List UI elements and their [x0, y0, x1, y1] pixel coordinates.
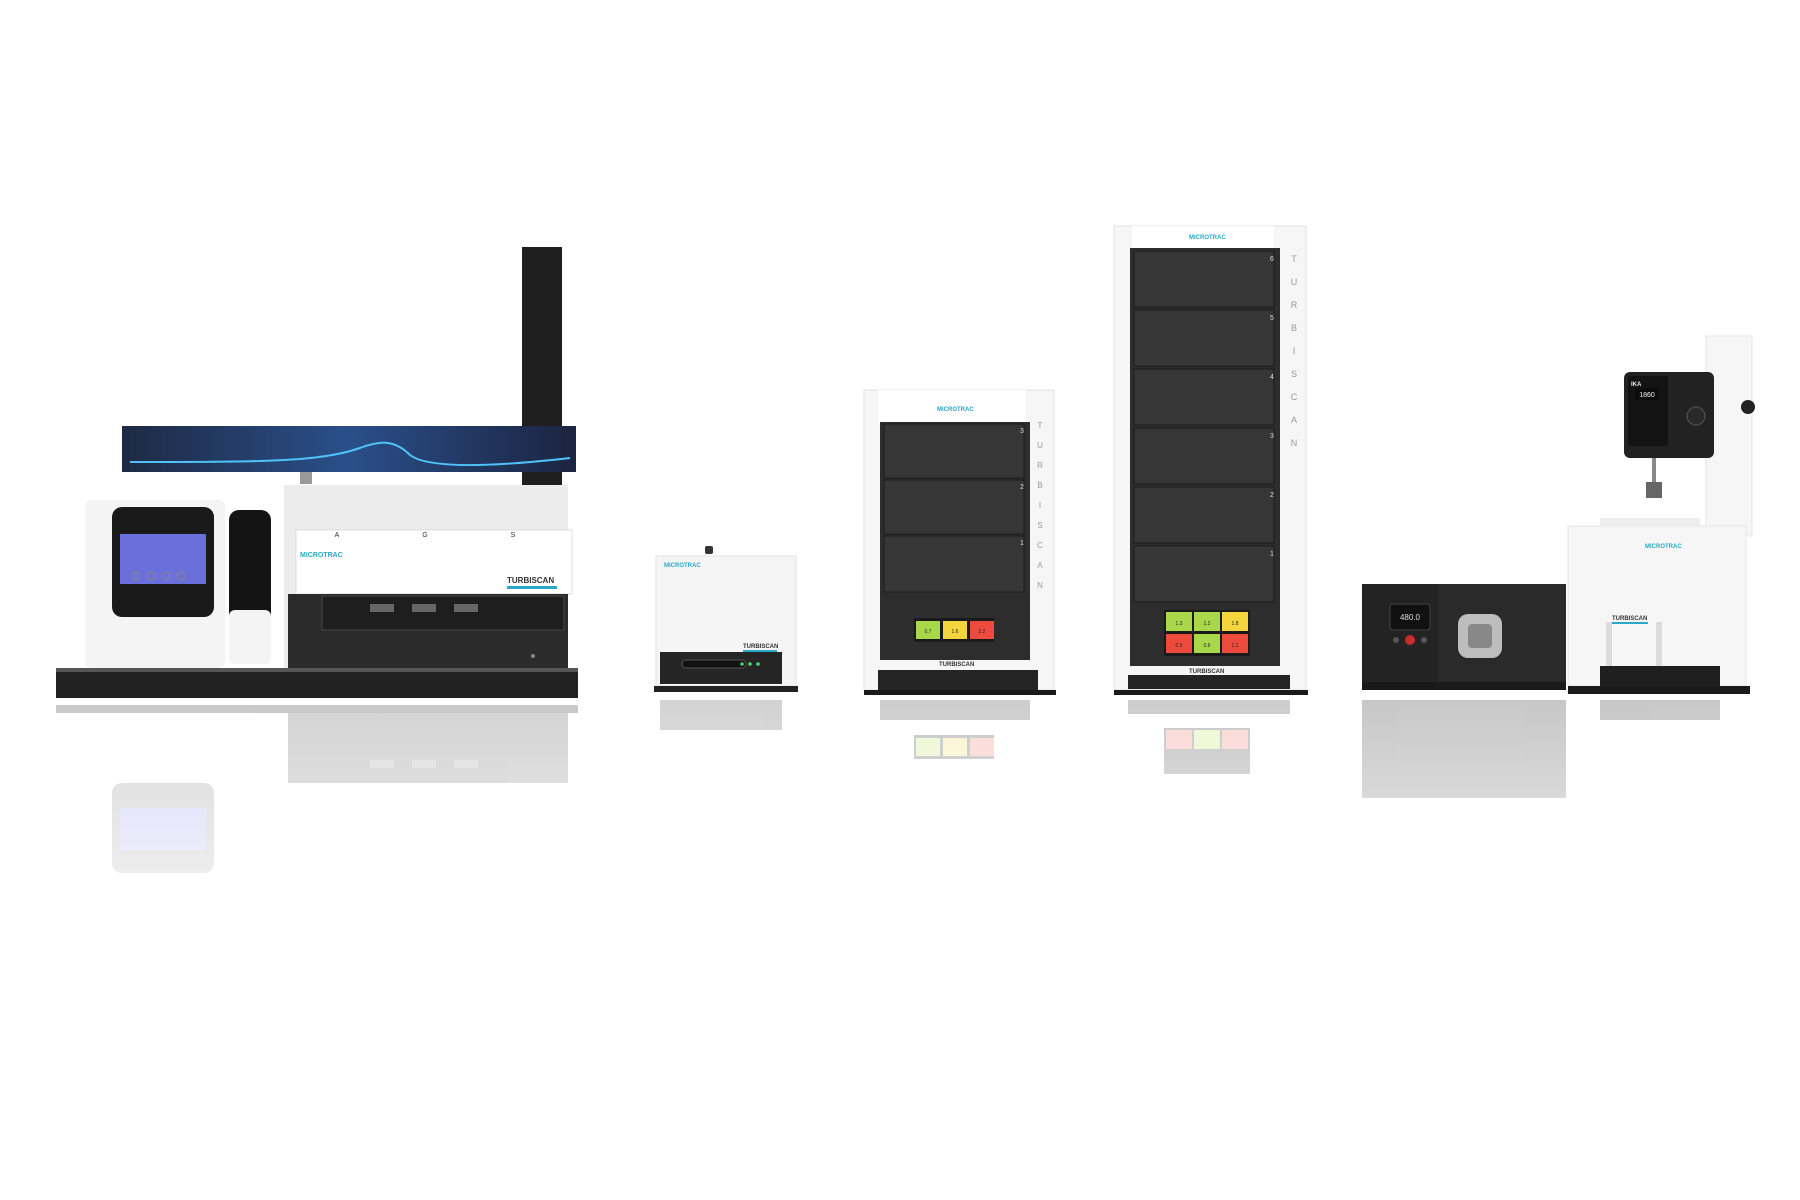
ags-platform: [56, 668, 578, 698]
svg-text:5: 5: [1270, 315, 1274, 322]
tower6-rack-4: [1133, 368, 1275, 426]
svg-text:I: I: [1293, 346, 1296, 356]
svg-text:1.6: 1.6: [952, 629, 959, 635]
compact-maker-logo: MICROTRAC: [664, 563, 701, 569]
controller-screen: [120, 534, 206, 584]
svg-text:R: R: [1291, 300, 1298, 310]
svg-text:1.1: 1.1: [1232, 643, 1239, 649]
svg-text:6: 6: [1270, 256, 1274, 263]
svg-text:C: C: [1037, 541, 1043, 550]
tower6-rack-1: [1133, 545, 1275, 603]
wave-banner: [122, 426, 576, 472]
stirrer-display-value: 1860: [1639, 392, 1655, 399]
turbiscan-tower-3: MICROTRAC T U R B I S C A N 3 2 1 0.7 1.…: [863, 389, 1056, 695]
svg-text:I: I: [1039, 501, 1041, 510]
svg-text:0.7: 0.7: [925, 629, 932, 635]
svg-text:C: C: [1291, 392, 1298, 402]
slot-label-s: S: [511, 532, 516, 539]
svg-text:A: A: [1037, 561, 1043, 570]
tower3-rack-1: [883, 535, 1025, 593]
svg-text:T: T: [1038, 421, 1043, 430]
reflection-fade: [0, 700, 1800, 1020]
slot-label-g: G: [422, 532, 427, 539]
tower3-maker-logo: MICROTRAC: [937, 407, 974, 413]
pump-controller: [1362, 584, 1438, 682]
compact-product-logo: TURBISCAN: [743, 644, 778, 650]
svg-text:A: A: [1291, 415, 1297, 425]
station-product-logo: TURBISCAN: [1612, 616, 1647, 622]
svg-text:3: 3: [1270, 433, 1274, 440]
stirrer-brand: IKA: [1631, 382, 1642, 388]
svg-text:1.2: 1.2: [1204, 621, 1211, 627]
tower6-product-logo: TURBISCAN: [1189, 669, 1224, 675]
tower6-rack-3: [1133, 427, 1275, 485]
svg-text:2.2: 2.2: [979, 629, 986, 635]
tower3-vertical-label: T U R B I S C A N: [1037, 421, 1043, 590]
tower3-rack-3: [883, 423, 1025, 479]
turbiscan-compact-unit: MICROTRAC TURBISCAN: [654, 546, 798, 692]
wave-line: [129, 441, 571, 467]
tower3-product-logo: TURBISCAN: [939, 662, 974, 668]
svg-text:1.8: 1.8: [1232, 621, 1239, 627]
svg-text:1: 1: [1270, 551, 1274, 558]
pump-display-value: 480.0: [1400, 613, 1421, 622]
tower6-rack-6: [1133, 250, 1275, 308]
svg-text:S: S: [1291, 369, 1297, 379]
ags-slot-labels: A G S: [335, 532, 516, 539]
svg-text:N: N: [1291, 438, 1298, 448]
tower6-maker-logo: MICROTRAC: [1189, 235, 1226, 241]
station-maker-logo: MICROTRAC: [1645, 544, 1682, 550]
turbiscan-dispersion-station: 480.0 IKA 1860 MICROTRAC TURBISCAN: [1362, 335, 1755, 694]
tower6-vertical-label: T U R B I S C A N: [1291, 254, 1298, 448]
svg-text:U: U: [1291, 277, 1298, 287]
svg-text:0.9: 0.9: [1176, 643, 1183, 649]
svg-text:2: 2: [1270, 492, 1274, 499]
ags-product-logo: TURBISCAN: [507, 576, 554, 585]
svg-text:R: R: [1037, 461, 1043, 470]
svg-text:2: 2: [1020, 484, 1024, 491]
turbiscan-tower-6: MICROTRAC T U R B I S C A N 6 5 4 3 2 1 …: [1113, 225, 1308, 695]
tower6-rack-2: [1133, 486, 1275, 544]
svg-text:U: U: [1037, 441, 1043, 450]
svg-text:S: S: [1037, 521, 1042, 530]
turbiscan-ags-system: A G S MICROTRAC TURBISCAN: [56, 247, 578, 698]
svg-text:1: 1: [1020, 540, 1024, 547]
tower3-rack-2: [883, 479, 1025, 535]
tower6-rack-5: [1133, 309, 1275, 367]
svg-text:3: 3: [1020, 428, 1024, 435]
slot-label-a: A: [335, 532, 340, 539]
svg-text:4: 4: [1270, 374, 1274, 381]
svg-text:B: B: [1037, 481, 1042, 490]
pump-display: [1389, 603, 1431, 631]
svg-text:N: N: [1037, 581, 1043, 590]
svg-text:B: B: [1291, 323, 1297, 333]
svg-text:0.6: 0.6: [1204, 643, 1211, 649]
sample-holder: [1600, 666, 1720, 686]
svg-text:T: T: [1291, 254, 1297, 264]
ags-maker-logo: MICROTRAC: [300, 552, 343, 559]
svg-text:1.3: 1.3: [1176, 621, 1183, 627]
